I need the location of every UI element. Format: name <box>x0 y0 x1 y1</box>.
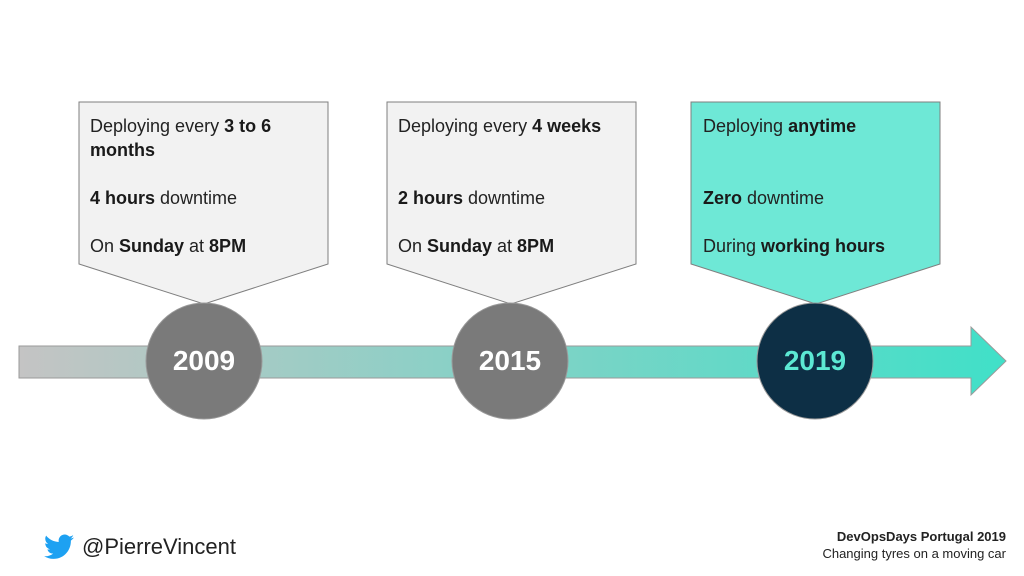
callout-line: 4 hours downtime <box>90 186 320 210</box>
year-circle-2009 <box>145 302 263 420</box>
line-gap <box>90 162 320 186</box>
year-label-2019: 2019 <box>783 345 847 376</box>
twitter-handle-text: @PierreVincent <box>82 534 236 559</box>
emphasis-text: 2 hours <box>398 188 464 208</box>
callout-line: Deploying every 4 weeks <box>398 114 632 138</box>
emphasis-text: 8PM <box>517 236 555 256</box>
emphasis-text: Zero <box>703 188 743 208</box>
callout-text-segment: downtime <box>742 188 825 208</box>
callout-box-2009 <box>78 101 329 305</box>
callout-text-segment: On <box>398 236 428 256</box>
emphasis-text: Sunday <box>427 236 493 256</box>
event-name: DevOpsDays Portugal 2019 <box>836 529 1006 544</box>
callout-text-segment: downtime <box>463 188 546 208</box>
year-label-2009: 2009 <box>172 345 236 376</box>
callout-line: Zero downtime <box>703 186 937 210</box>
line-gap <box>703 210 937 234</box>
callout-line: On Sunday at 8PM <box>90 234 320 258</box>
milestone-2019 <box>690 101 941 420</box>
line-gap <box>90 210 320 234</box>
emphasis-text: 3 to 6 <box>224 116 272 136</box>
footer: DevOpsDays Portugal 2019 Changing tyres … <box>822 528 1006 562</box>
year-label-2015: 2015 <box>478 345 542 376</box>
callout-text-segment: at <box>184 236 210 256</box>
callout-line: months <box>90 138 320 162</box>
callout-box-2019 <box>690 101 941 305</box>
line-gap <box>703 162 937 186</box>
line-gap <box>398 210 632 234</box>
line-gap <box>398 162 632 186</box>
callout-line: Deploying every 3 to 6 <box>90 114 320 138</box>
year-circle-2019 <box>756 302 874 420</box>
line-gap <box>398 138 632 162</box>
callout-line: 2 hours downtime <box>398 186 632 210</box>
twitter-handle: @PierreVincent <box>44 534 236 560</box>
callout-text-segment: Deploying <box>703 116 789 136</box>
callout-line: On Sunday at 8PM <box>398 234 632 258</box>
callout-text-segment: On <box>90 236 120 256</box>
twitter-bird-icon <box>44 534 74 559</box>
callout-line: During working hours <box>703 234 937 258</box>
callout-text-segment: downtime <box>155 188 238 208</box>
callout-text-segment: During <box>703 236 762 256</box>
callout-box-2015 <box>386 101 637 305</box>
emphasis-text: 4 weeks <box>532 116 602 136</box>
emphasis-text: working hours <box>761 236 886 256</box>
callout-text-segment: Deploying every <box>398 116 533 136</box>
emphasis-text: months <box>90 140 155 160</box>
emphasis-text: Sunday <box>119 236 185 256</box>
milestone-2009 <box>78 101 329 420</box>
line-gap <box>703 138 937 162</box>
talk-title: Changing tyres on a moving car <box>822 546 1006 561</box>
callout-text-segment: Deploying every <box>90 116 225 136</box>
emphasis-text: 8PM <box>209 236 247 256</box>
emphasis-text: 4 hours <box>90 188 156 208</box>
year-circle-2015 <box>451 302 569 420</box>
callout-line: Deploying anytime <box>703 114 937 138</box>
emphasis-text: anytime <box>788 116 857 136</box>
callout-text-segment: at <box>492 236 518 256</box>
milestone-2015 <box>386 101 637 420</box>
